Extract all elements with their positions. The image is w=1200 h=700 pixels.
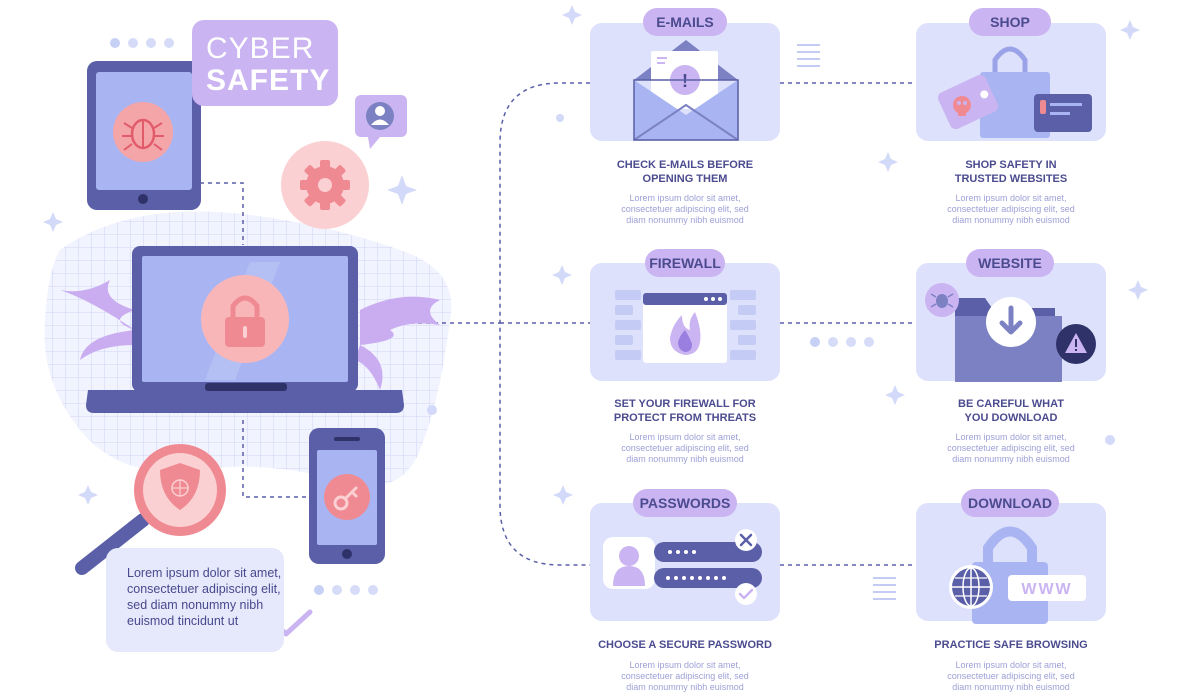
user-chat-icon [355,95,407,149]
desc-emails-2: consectetuer adipiscing elit, sed [621,204,749,214]
note-text: Lorem ipsum dolor sit amet, consectetuer… [127,566,282,628]
desc-website-2: consectetuer adipiscing elit, sed [947,443,1075,453]
desc-download-3: diam nonummy nibh euismod [952,682,1070,692]
heading-emails-1: CHECK E-MAILS BEFORE [616,159,754,171]
label-passwords: PASSWORDS [633,489,737,517]
desc-passwords-3: diam nonummy nibh euismod [626,682,744,692]
heading-passwords: CHOOSE A SECURE PASSWORD [598,639,772,651]
desc-firewall-3: diam nonummy nibh euismod [626,454,744,464]
laptop-icon [86,246,404,413]
heading-website-1: BE CAREFUL WHAT [958,398,1064,410]
desc-firewall-2: consectetuer adipiscing elit, sed [621,443,749,453]
svg-text:!: ! [682,71,688,91]
magnifier-shield-icon [75,444,226,575]
desc-website-3: diam nonummy nibh euismod [952,454,1070,464]
www-label: WWW [1021,581,1072,598]
desc-shop-2: consectetuer adipiscing elit, sed [947,204,1075,214]
label-shop: SHOP [969,8,1051,36]
sparkles [43,5,1148,505]
list-marks [797,44,896,600]
desc-download-2: consectetuer adipiscing elit, sed [947,671,1075,681]
desc-firewall-1: Lorem ipsum dolor sit amet, [629,432,741,442]
label-website: WEBSITE [966,249,1054,277]
desc-shop-3: diam nonummy nibh euismod [952,215,1070,225]
title-badge [192,20,338,106]
phone-icon [309,428,385,564]
label-firewall: FIREWALL [645,249,725,277]
heading-firewall-2: PROTECT FROM THREATS [613,412,757,424]
dot-rows [110,38,874,595]
heading-firewall-1: SET YOUR FIREWALL FOR [614,398,756,410]
desc-passwords-2: consectetuer adipiscing elit, sed [621,671,749,681]
desc-emails-1: Lorem ipsum dolor sit amet, [629,193,741,203]
leaf-icon [60,280,440,390]
desc-shop-1: Lorem ipsum dolor sit amet, [955,193,1067,203]
desc-passwords-1: Lorem ipsum dolor sit amet, [629,660,741,670]
desc-download-1: Lorem ipsum dolor sit amet, [955,660,1067,670]
heading-shop-2: TRUSTED WEBSITES [954,173,1068,185]
heading-shop-1: SHOP SAFETY IN [965,159,1057,171]
heading-download: PRACTICE SAFE BROWSING [934,639,1088,651]
desc-emails-3: diam nonummy nibh euismod [626,215,744,225]
title-line-1: CYBER [206,32,315,65]
gear-icon [281,141,369,229]
note-box [106,548,284,652]
connector-lines [200,82,915,566]
heading-website-2: YOU DOWNLOAD [964,412,1058,424]
label-emails: E-MAILS [643,8,727,36]
tablet-icon [87,61,201,210]
title-line-2: SAFETY [206,64,331,97]
label-download: DOWNLOAD [961,489,1059,517]
desc-website-1: Lorem ipsum dolor sit amet, [955,432,1067,442]
heading-emails-2: OPENING THEM [642,173,728,185]
